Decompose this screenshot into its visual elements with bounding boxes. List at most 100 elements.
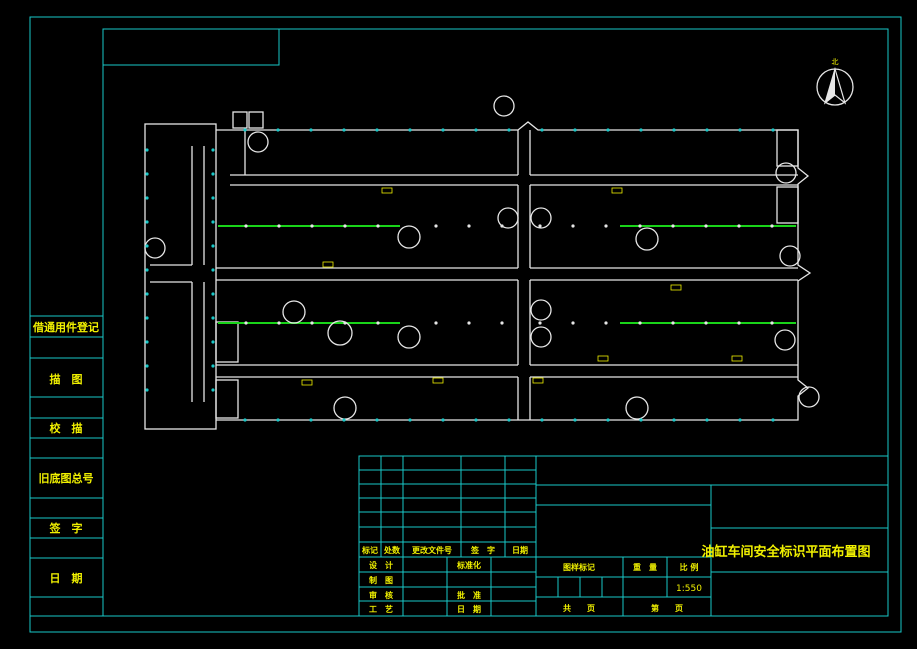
fixture-dot <box>571 224 575 228</box>
fixture-dot <box>671 224 675 228</box>
fixture-dot <box>571 321 575 325</box>
fixture-dot <box>211 244 215 248</box>
fixture-dot <box>639 418 643 422</box>
fixture-dot <box>770 224 774 228</box>
safety-sign-marker <box>247 131 269 153</box>
drawing-title: 油缸车间安全标识平面布置图 <box>701 544 870 560</box>
fixture-dot <box>309 128 313 132</box>
label-sheet-no: 第 页 <box>651 603 683 613</box>
scale-value: 1:550 <box>676 584 702 594</box>
fixture-dot <box>211 148 215 152</box>
fixture-dot <box>606 418 610 422</box>
fixture-dot <box>441 418 445 422</box>
fixture-dot <box>145 220 149 224</box>
fixture-dot <box>771 128 775 132</box>
fixture-dot <box>375 128 379 132</box>
fixture-dot <box>639 128 643 132</box>
light-fixtures <box>145 128 775 422</box>
fixture-dot <box>145 172 149 176</box>
safety-sign-marker <box>397 225 421 249</box>
fixture-dot <box>145 268 149 272</box>
title-block: 标记 处数 更改文件号 签 字 日期 设 计 制 图 审 核 工 艺 标准化 批… <box>358 455 889 617</box>
fixture-dot <box>672 418 676 422</box>
fixture-dot <box>145 196 149 200</box>
fixture-dot <box>310 224 314 228</box>
fixture-dot <box>145 292 149 296</box>
side-label-check: 校 描 <box>50 421 83 435</box>
fixture-dot <box>540 128 544 132</box>
fixture-dot <box>573 128 577 132</box>
floor-plan <box>144 111 812 430</box>
fixture-dot <box>474 418 478 422</box>
north-label: 北 <box>832 58 839 66</box>
label-scale: 比 例 <box>680 562 699 572</box>
fixture-dot <box>376 224 380 228</box>
safety-signs <box>144 95 820 420</box>
safety-sign-marker <box>282 300 306 324</box>
fixture-dot <box>342 418 346 422</box>
fixture-dot <box>434 321 438 325</box>
safety-sign-marker <box>327 320 353 346</box>
label-review: 审 核 <box>369 590 393 600</box>
fixture-dot <box>343 224 347 228</box>
fixture-dot <box>441 128 445 132</box>
fixture-dot <box>737 321 741 325</box>
fixture-dot <box>309 418 313 422</box>
fixture-dot <box>500 321 504 325</box>
fixture-dot <box>310 321 314 325</box>
fixture-dot <box>276 418 280 422</box>
fixture-dot <box>540 418 544 422</box>
fixture-dot <box>507 418 511 422</box>
label-drafting: 制 图 <box>369 575 393 585</box>
fixture-dot <box>211 268 215 272</box>
fixture-dot <box>704 321 708 325</box>
fixture-dot <box>211 292 215 296</box>
fixture-dot <box>276 128 280 132</box>
safety-sign-marker <box>798 386 820 408</box>
fixture-dot <box>606 128 610 132</box>
rev-header-mark: 标记 <box>361 545 378 555</box>
fixture-dot <box>342 128 346 132</box>
rev-header-signature: 签 字 <box>470 545 495 555</box>
safety-sign-marker <box>774 329 796 351</box>
fixture-dot <box>507 128 511 132</box>
fixture-dot <box>211 388 215 392</box>
safety-sign-marker <box>144 237 166 259</box>
side-column: 借通用件登记 描 图 校 描 旧底图总号 签 字 日 期 <box>29 315 104 617</box>
fixture-dot <box>500 224 504 228</box>
safety-sign-marker <box>625 396 649 420</box>
fixture-dot <box>375 418 379 422</box>
fixture-dot <box>770 321 774 325</box>
fixture-dot <box>538 321 542 325</box>
fixture-dot <box>434 224 438 228</box>
fixture-dot <box>343 321 347 325</box>
safety-sign-marker <box>779 245 801 267</box>
outer-frame <box>29 16 902 633</box>
fixture-dot <box>604 224 608 228</box>
fixture-dot <box>671 321 675 325</box>
fixture-dot <box>243 418 247 422</box>
fixture-dot <box>408 418 412 422</box>
fixture-dot <box>738 418 742 422</box>
fixture-dot <box>244 321 248 325</box>
rev-header-date: 日期 <box>512 545 528 555</box>
fixture-dot <box>573 418 577 422</box>
fixture-dot <box>604 321 608 325</box>
label-process: 工 艺 <box>369 604 393 614</box>
fixture-dot <box>145 364 149 368</box>
fixture-dot <box>538 224 542 228</box>
label-standardization: 标准化 <box>456 560 481 570</box>
fixture-dot <box>705 128 709 132</box>
workshop-outline <box>216 121 812 421</box>
fixture-dot <box>211 220 215 224</box>
label-mid-date: 日 期 <box>457 604 481 614</box>
fixture-dot <box>376 321 380 325</box>
fixture-dot <box>738 128 742 132</box>
fixture-dot <box>145 340 149 344</box>
fixture-dot <box>211 172 215 176</box>
fixture-dot <box>211 196 215 200</box>
fixture-dot <box>771 418 775 422</box>
fixture-dot <box>672 128 676 132</box>
safety-sign-marker <box>530 207 552 229</box>
fixture-dot <box>277 321 281 325</box>
